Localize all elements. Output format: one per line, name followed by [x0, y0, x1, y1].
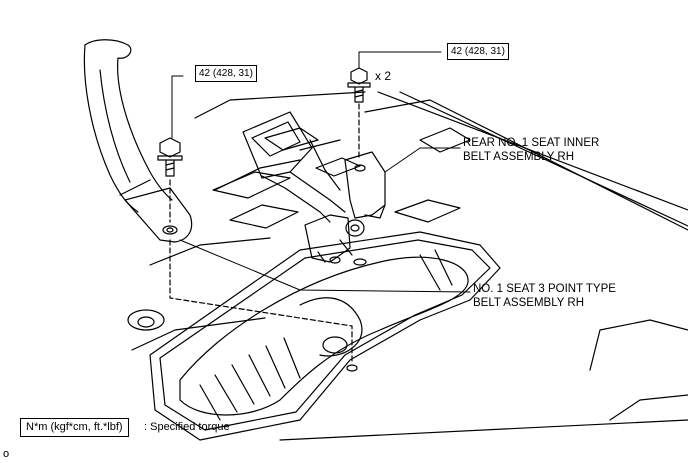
part-label-3point-belt-line2: BELT ASSEMBLY RH — [473, 297, 585, 309]
floor-recesses — [127, 127, 471, 331]
legend-description: : Specified torque — [144, 421, 230, 433]
part-label-3point-belt-line1: NO. 1 SEAT 3 POINT TYPE — [473, 283, 616, 295]
floor-tunnel — [149, 231, 501, 441]
torque-callout-right: 42 (428, 31) — [447, 43, 509, 60]
floor-holes — [322, 336, 358, 372]
quantity-label: x 2 — [375, 69, 392, 83]
bolt-icon — [157, 137, 183, 177]
inner-belt-bracket — [344, 151, 386, 266]
floor-panel — [119, 91, 688, 441]
belt-webbing — [83, 39, 173, 213]
part-label-inner-belt-line2: BELT ASSEMBLY RH — [463, 151, 575, 163]
bolt-icon — [347, 67, 371, 103]
footer-mark: o — [3, 448, 10, 460]
part-label-inner-belt-line1: REAR NO. 1 SEAT INNER — [463, 137, 600, 149]
legend-unit-box: N*m (kgf*cm, ft.*lbf) — [20, 418, 129, 437]
torque-callout-left: 42 (428, 31) — [195, 65, 257, 82]
leader-lines — [171, 51, 471, 293]
left-anchor-plate — [124, 187, 193, 243]
seat-belt-buckle — [242, 111, 365, 264]
installation-guide-lines — [169, 103, 360, 363]
